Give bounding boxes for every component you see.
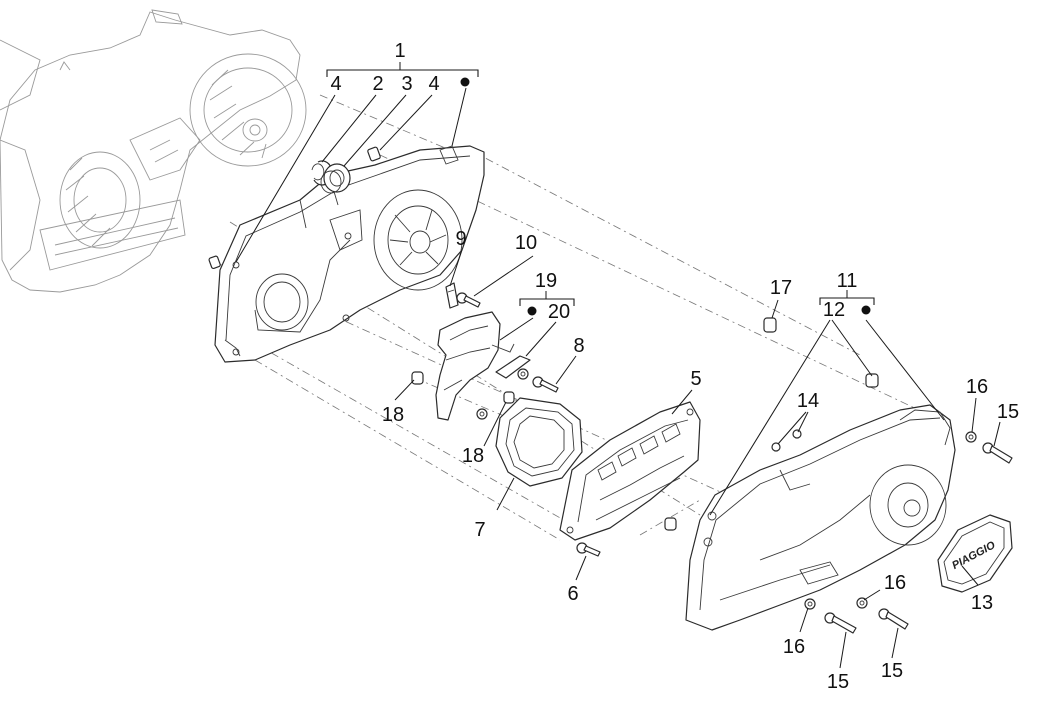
retaining-clip: [445, 282, 459, 309]
callout-13: 13: [971, 592, 993, 614]
grommet-12-right: [865, 373, 879, 388]
piaggio-badge: PIAGGIO: [937, 514, 1013, 593]
bearing: [320, 163, 351, 194]
washer-16-left: [804, 598, 816, 610]
callout-18-lower: 18: [462, 445, 484, 467]
filter-housing: [559, 401, 701, 541]
callout-16-mid: 16: [884, 572, 906, 594]
washer-14-a: [771, 442, 781, 452]
dowel-pin-right: [367, 146, 381, 162]
washer-14-b: [792, 429, 802, 439]
callout-3: 3: [401, 73, 412, 95]
bolt-10: [456, 292, 481, 308]
callout-4-right: 4: [428, 73, 439, 95]
callout-11: 11: [837, 270, 858, 292]
callout-5: 5: [690, 368, 701, 390]
callout-2: 2: [372, 73, 383, 95]
callout-15-right: 15: [881, 660, 903, 682]
washer-small-a: [517, 368, 529, 380]
spacer-18-lower: [503, 391, 515, 404]
callout-19: 19: [535, 270, 557, 292]
bolt-15-right: [878, 608, 909, 630]
bolt-15-top: [982, 442, 1013, 464]
inner-transmission-cover: [214, 145, 485, 363]
callout-10: 10: [515, 232, 537, 254]
callout-17: 17: [770, 277, 792, 299]
callout-8: 8: [573, 335, 584, 357]
callout-12: 12: [823, 299, 845, 321]
air-duct-sleeve: [495, 397, 583, 487]
callout-15-left: 15: [827, 671, 849, 693]
washer-16-top: [965, 431, 977, 443]
callout-18-upper: 18: [382, 404, 404, 426]
dowel-pin-left: [208, 255, 221, 270]
engine-background-outline: [0, 9, 307, 293]
callout-7: 7: [474, 519, 485, 541]
callout-9: 9: [455, 228, 466, 250]
washer-16-mid: [856, 597, 868, 609]
callout-labels: 1 4 2 3 4 9 10 19 20 8 5 18 18 7 6 17 11…: [330, 40, 1019, 693]
outer-transmission-cover: [685, 404, 956, 631]
group1-dot-marker: [460, 77, 470, 87]
callout-16-top: 16: [966, 376, 988, 398]
screw-6: [576, 542, 601, 557]
spacer-18-upper: [411, 371, 424, 385]
spacer-17: [763, 317, 777, 333]
callout-15-top: 15: [997, 401, 1019, 423]
callout-6: 6: [567, 583, 578, 605]
callout-14: 14: [797, 390, 819, 412]
leader-lines: [235, 62, 1001, 669]
group19-dot-marker: [527, 306, 537, 316]
callout-1: 1: [394, 40, 405, 62]
callout-4-left: 4: [330, 73, 341, 95]
bolt-15-left: [824, 612, 857, 634]
seal-20: [495, 355, 531, 379]
bolt-8: [532, 376, 559, 393]
group11-dot-marker: [861, 305, 871, 315]
grommet-12-left: [664, 517, 677, 531]
callout-20: 20: [548, 301, 570, 323]
duct-bracket: [435, 311, 515, 421]
callout-16-left: 16: [783, 636, 805, 658]
washer-small-b: [476, 408, 488, 420]
